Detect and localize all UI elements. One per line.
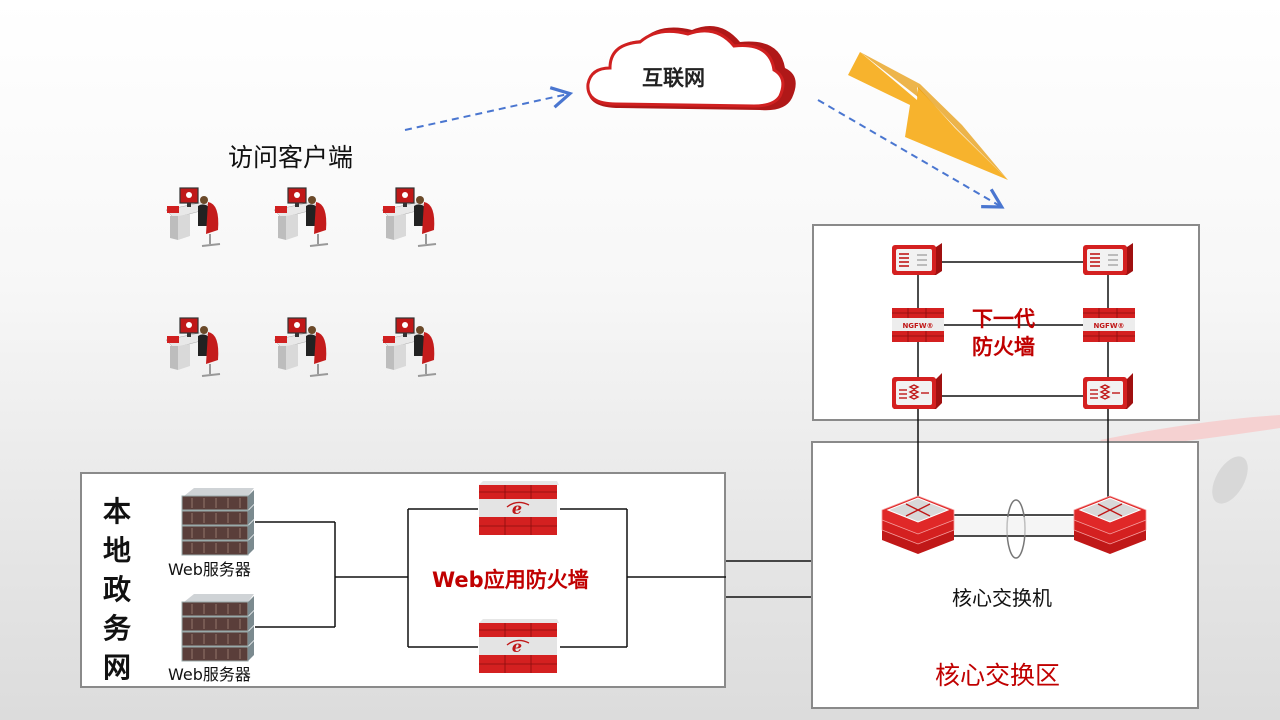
workstation-user-icon	[164, 182, 234, 250]
firewall-icon: NGFW®	[890, 306, 946, 344]
core-switch-label: 核心交换机	[952, 586, 1052, 610]
server-label: Web服务器	[168, 665, 251, 684]
local-network-title: 本 地 政 务 网	[101, 492, 133, 687]
internet-label: 互联网	[642, 66, 705, 90]
local-network-zone	[80, 472, 726, 688]
svg-text:e: e	[512, 499, 522, 518]
waf-icon: e	[477, 481, 561, 537]
core-switch-icon	[1072, 490, 1148, 556]
traffic-shaping-icon	[1081, 243, 1135, 277]
title-char: 本	[102, 495, 131, 528]
load-balancer-icon	[1081, 373, 1135, 411]
firewall-icon: NGFW®	[1081, 306, 1137, 344]
workstation-user-icon	[272, 312, 342, 380]
waf-label: Web应用防火墙	[432, 568, 589, 592]
workstation-user-icon	[272, 182, 342, 250]
server-icon	[178, 594, 254, 664]
title-char: 务	[102, 612, 131, 645]
svg-text:e: e	[512, 637, 522, 656]
svg-text:NGFW®: NGFW®	[902, 322, 933, 330]
title-char: 地	[102, 534, 131, 567]
server-label: Web服务器	[168, 560, 251, 579]
core-zone	[811, 441, 1199, 709]
core-switch-icon	[880, 490, 956, 556]
workstation-user-icon	[164, 312, 234, 380]
workstation-user-icon	[380, 312, 450, 380]
ngfw-label-line2: 防火墙	[972, 335, 1035, 359]
internet-cloud: 互联网	[580, 20, 800, 115]
cloud-icon	[586, 26, 796, 111]
load-balancer-icon	[890, 373, 944, 411]
title-char: 网	[102, 651, 131, 684]
clients-title: 访问客户端	[228, 143, 354, 172]
workstation-user-icon	[380, 182, 450, 250]
title-char: 政	[102, 573, 131, 606]
waf-icon: e	[477, 619, 561, 675]
core-zone-label: 核心交换区	[935, 661, 1061, 690]
svg-text:NGFW®: NGFW®	[1093, 322, 1124, 330]
ngfw-label: 下一代 防火墙	[972, 305, 1035, 361]
ngfw-label-line1: 下一代	[972, 307, 1035, 331]
server-icon	[178, 488, 254, 558]
ngfw-zone	[812, 224, 1200, 421]
traffic-shaping-icon	[890, 243, 944, 277]
